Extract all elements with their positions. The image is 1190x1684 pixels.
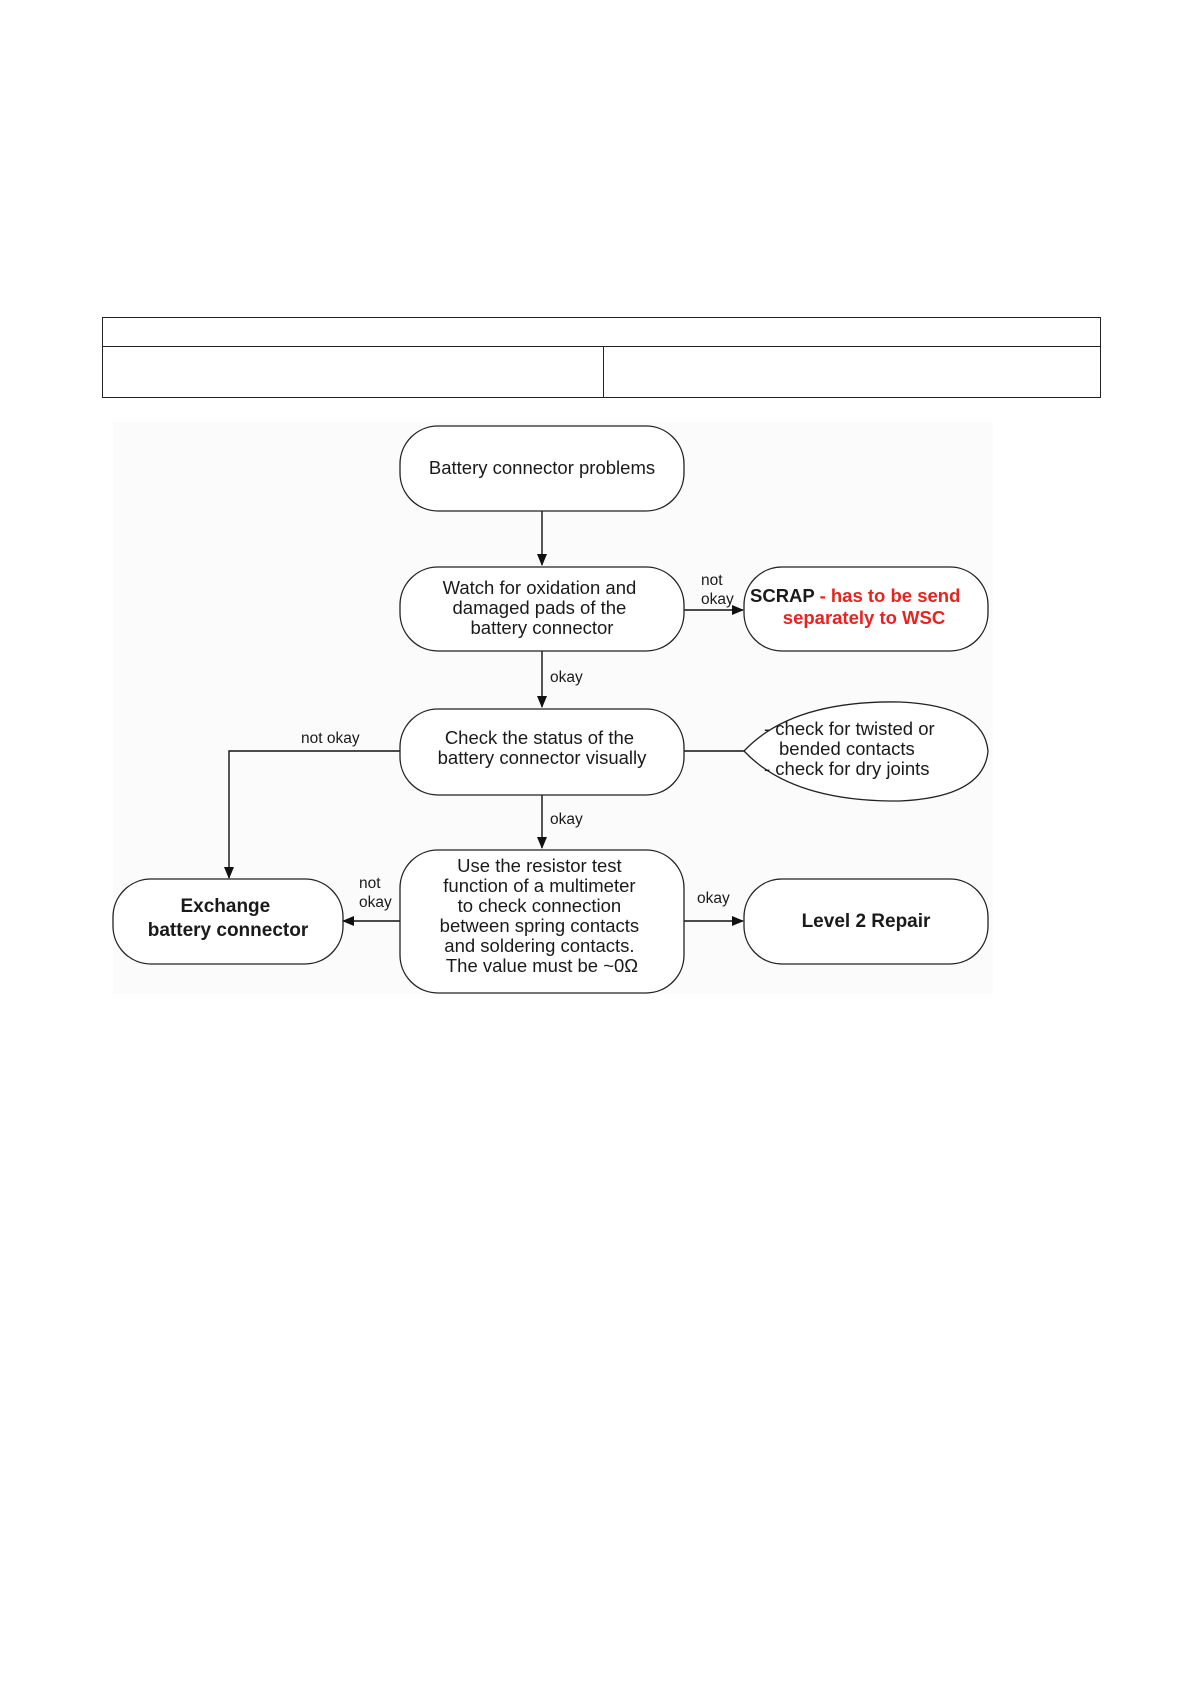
node-scrap-box — [743, 566, 989, 652]
node-scrap-text: SCRAP - has to be send — [750, 585, 960, 606]
edge-label-check-exchange: not okay — [301, 730, 360, 747]
node-exchange-line: Exchange — [180, 896, 270, 917]
edge-check-exchange — [224, 750, 400, 879]
node-resistor-box — [399, 849, 685, 994]
node-resistor-line: and soldering contacts. — [444, 935, 634, 956]
node-watch-text: Watch for oxidation and damaged pads of … — [443, 577, 642, 638]
node-resistor-line: between spring contacts — [440, 915, 640, 936]
node-note-line: - check for dry joints — [764, 758, 930, 779]
node-check-line: Check the status of the — [445, 727, 634, 748]
node-scrap-text-line2: separately to WSC — [783, 607, 945, 628]
node-resistor-line: The value must be ~0Ω — [446, 955, 638, 976]
edge-label-watch-scrap: not okay — [701, 572, 734, 608]
header-table — [102, 317, 1101, 398]
node-watch-line: battery connector — [471, 617, 614, 638]
node-level2-line: Level 2 Repair — [802, 911, 931, 932]
node-note-line: bended contacts — [779, 738, 915, 759]
edge-label-check-resistor: okay — [550, 811, 583, 828]
node-check-text: Check the status of the battery connecto… — [438, 727, 647, 768]
node-level2-text: Level 2 Repair — [802, 911, 931, 932]
node-exchange-box — [112, 878, 344, 965]
node-resistor-line: Use the resistor test — [457, 855, 622, 876]
node-check-box — [399, 708, 685, 796]
edge-label-line: okay — [359, 894, 392, 911]
edge-label-resistor-exchange: not okay — [359, 875, 392, 911]
node-start-text: Battery connector problems — [429, 457, 655, 478]
node-exchange-text: Exchange battery connector — [148, 896, 309, 941]
node-scrap-red-line: separately to WSC — [783, 607, 945, 628]
node-note-line: - check for twisted or — [764, 718, 935, 739]
edge-label-watch-check: okay — [550, 669, 583, 686]
node-exchange-line: battery connector — [148, 920, 309, 941]
node-start-line: Battery connector problems — [429, 457, 655, 478]
node-resistor-line: function of a multimeter — [443, 875, 635, 896]
edge-label-resistor-level2: okay — [697, 890, 730, 907]
node-start-box — [399, 425, 685, 512]
header-table-title-row — [103, 318, 1100, 347]
node-scrap-red-line: - has to be send — [814, 585, 960, 606]
node-scrap-lead: SCRAP — [750, 585, 814, 606]
edge-label-line: not — [359, 875, 381, 892]
node-note-text: - check for twisted or bended contacts -… — [764, 718, 940, 779]
node-watch-line: Watch for oxidation and — [443, 577, 637, 598]
node-check-line: battery connector visually — [438, 747, 647, 768]
header-table-left-cell — [103, 346, 604, 397]
node-watch-line: damaged pads of the — [453, 597, 627, 618]
node-watch-box — [399, 566, 685, 652]
edge-label-line: okay — [701, 591, 734, 608]
edge-label-line: not — [701, 572, 723, 589]
node-note-shape — [743, 701, 989, 802]
node-resistor-line: to check connection — [458, 895, 622, 916]
node-level2-box — [743, 878, 989, 965]
node-resistor-text: Use the resistor test function of a mult… — [440, 855, 645, 976]
